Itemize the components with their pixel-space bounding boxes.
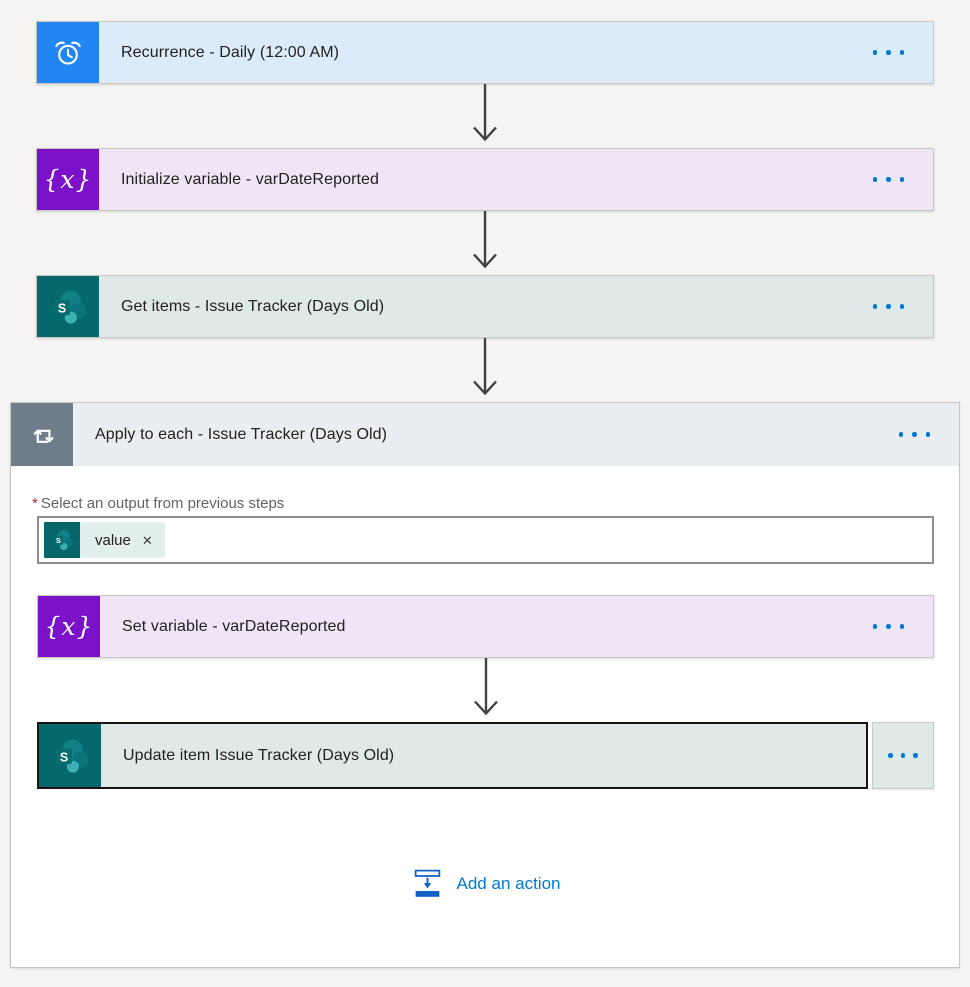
connector-arrow <box>463 211 507 275</box>
card-menu-button[interactable] <box>872 722 934 789</box>
connector-arrow <box>463 84 507 148</box>
variable-icon: {x} <box>37 149 99 210</box>
remove-token-icon[interactable]: ✕ <box>141 532 153 548</box>
ellipsis-menu-icon <box>872 624 877 629</box>
card-title: Update item Issue Tracker (Days Old) <box>123 746 395 764</box>
add-action-button[interactable]: Add an action <box>37 867 934 900</box>
svg-text:S: S <box>58 301 66 315</box>
connector-arrow <box>463 338 507 402</box>
card-title: Recurrence - Daily (12:00 AM) <box>121 43 340 61</box>
sharepoint-icon: S <box>39 724 101 787</box>
variable-icon: {x} <box>38 596 100 657</box>
ellipsis-menu-icon <box>872 304 877 309</box>
apply-to-each-scope: Apply to each - Issue Tracker (Days Old)… <box>10 402 960 968</box>
connector-arrow <box>37 658 934 722</box>
svg-text:S: S <box>56 536 61 545</box>
card-title: Initialize variable - varDateReported <box>121 170 380 188</box>
output-field-label: *Select an output from previous steps <box>32 495 285 512</box>
card-menu-button[interactable] <box>861 149 934 210</box>
token-label: value <box>95 531 131 549</box>
ellipsis-menu-icon <box>872 177 877 182</box>
alarm-clock-icon <box>37 22 99 83</box>
output-token-input[interactable]: S value ✕ <box>37 516 934 564</box>
card-initialize-variable[interactable]: {x} Initialize variable - varDateReporte… <box>36 148 934 211</box>
card-recurrence[interactable]: Recurrence - Daily (12:00 AM) <box>36 21 934 84</box>
add-action-label: Add an action <box>456 873 561 893</box>
card-menu-button[interactable] <box>861 22 934 83</box>
card-menu-button[interactable] <box>861 276 934 337</box>
card-get-items[interactable]: S Get items - Issue Tracker (Days Old) <box>36 275 934 338</box>
card-update-item[interactable]: S Update item Issue Tracker (Days Old) <box>37 722 868 789</box>
card-title: Set variable - varDateReported <box>122 617 346 635</box>
card-set-variable[interactable]: {x} Set variable - varDateReported <box>37 595 934 658</box>
card-title: Get items - Issue Tracker (Days Old) <box>121 297 385 315</box>
scope-menu-button[interactable] <box>887 403 960 466</box>
apply-to-each-header[interactable]: Apply to each - Issue Tracker (Days Old) <box>11 403 959 466</box>
add-action-icon <box>414 869 440 897</box>
sharepoint-icon: S <box>44 522 80 558</box>
ellipsis-menu-icon <box>888 753 893 758</box>
loop-icon <box>11 403 73 466</box>
sharepoint-icon: S <box>37 276 99 337</box>
value-token[interactable]: S value ✕ <box>44 522 165 558</box>
svg-text:S: S <box>60 750 68 764</box>
scope-title: Apply to each - Issue Tracker (Days Old) <box>95 425 388 443</box>
ellipsis-menu-icon <box>898 432 903 437</box>
card-menu-button[interactable] <box>861 596 934 657</box>
required-marker: * <box>32 495 38 512</box>
ellipsis-menu-icon <box>872 50 877 55</box>
